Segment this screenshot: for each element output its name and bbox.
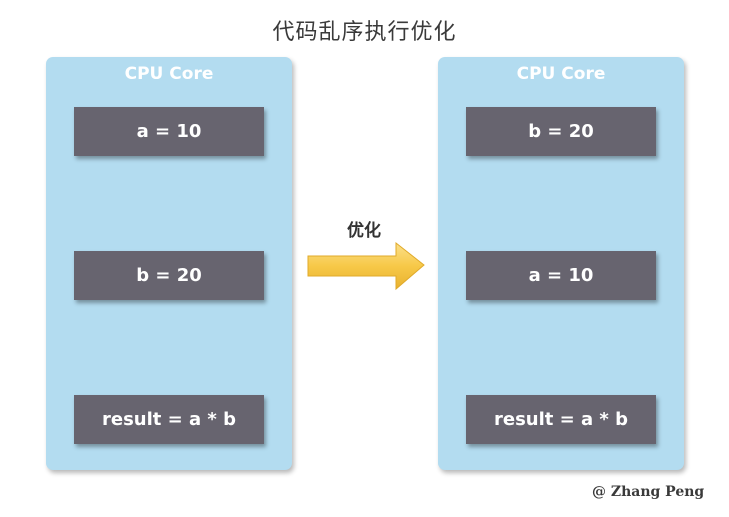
right-cpu-core: CPU Core b = 20 a = 10 result = a * b <box>438 57 684 470</box>
author-credit: @ Zhang Peng <box>592 484 705 500</box>
left-cpu-core: CPU Core a = 10 b = 20 result = a * b <box>46 57 292 470</box>
core-label: CPU Core <box>516 64 606 84</box>
instruction-box: a = 10 <box>74 107 264 156</box>
instruction-box: result = a * b <box>466 395 656 444</box>
transition-label: 优化 <box>347 221 381 241</box>
instruction-box: result = a * b <box>74 395 264 444</box>
instruction-box: b = 20 <box>74 251 264 300</box>
transition-arrow-icon <box>307 241 425 291</box>
instruction-box: a = 10 <box>466 251 656 300</box>
instruction-box: b = 20 <box>466 107 656 156</box>
core-label: CPU Core <box>124 64 214 84</box>
diagram-title: 代码乱序执行优化 <box>272 20 457 45</box>
